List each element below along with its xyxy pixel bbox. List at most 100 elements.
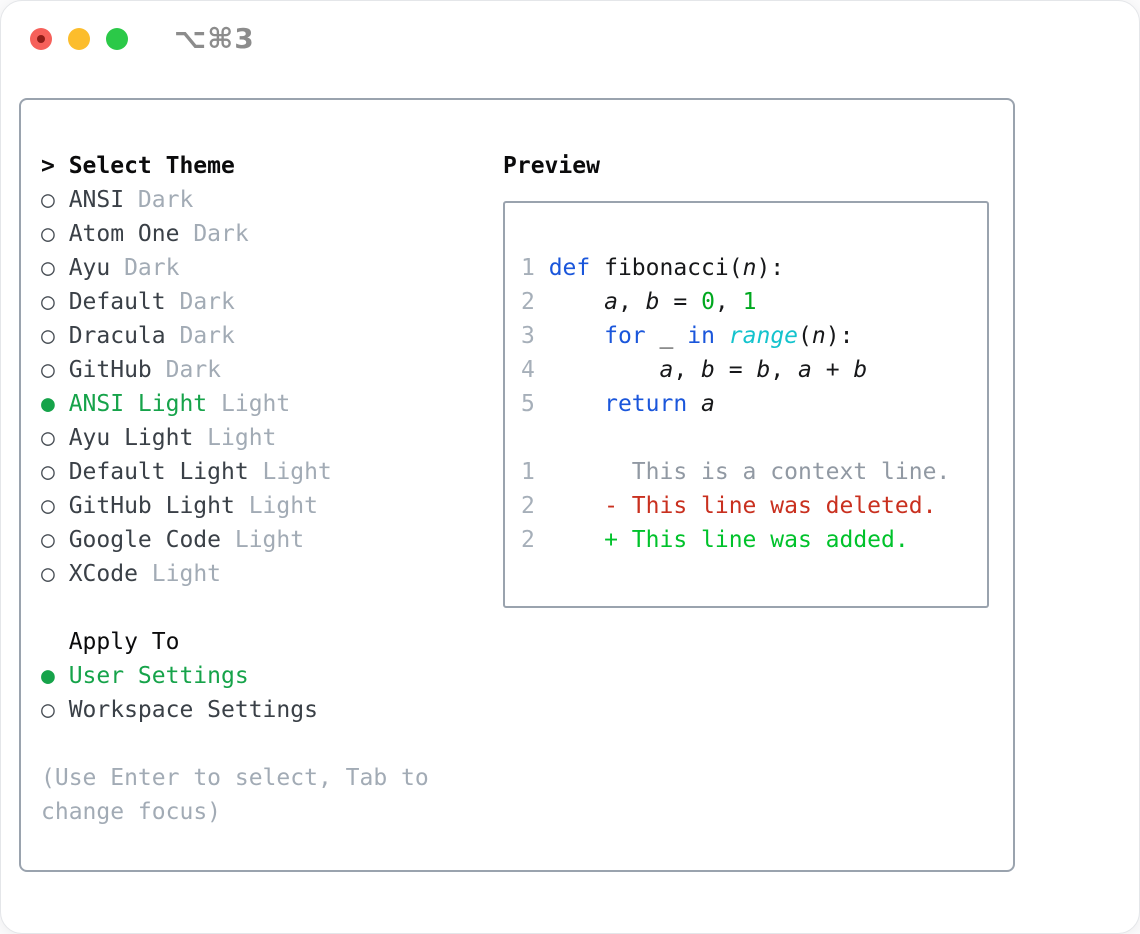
section-title: Apply To: [68, 629, 180, 655]
theme-variant: Light: [234, 527, 305, 553]
radio-selected-icon: ●: [41, 663, 55, 689]
spacer: [521, 421, 987, 455]
code-line: 1 def fibonacci(n):: [521, 251, 987, 285]
theme-name: Default: [68, 289, 166, 315]
code-token: b: [645, 289, 660, 315]
code-token: a: [798, 357, 812, 383]
radio-unselected-icon: ○: [41, 255, 55, 281]
preview-code-box: 1 def fibonacci(n): 2 a, b = 0, 1 3 for …: [503, 201, 989, 608]
theme-name: Ayu: [68, 255, 111, 281]
code-token: in: [687, 323, 715, 349]
minimize-button[interactable]: [68, 27, 90, 50]
line-number: 1: [521, 459, 535, 485]
theme-variant: Light: [248, 493, 318, 519]
theme-variant: Light: [221, 391, 291, 417]
radio-unselected-icon: ○: [41, 561, 55, 587]
code-token: ):: [756, 255, 785, 281]
apply-option-user-settings[interactable]: ● User Settings: [41, 659, 481, 693]
code-token: [535, 323, 604, 349]
theme-name: Ayu Light: [68, 425, 194, 451]
code-token: range: [728, 323, 799, 349]
line-number: 2: [521, 527, 535, 553]
close-button[interactable]: [30, 27, 52, 50]
preview-section: Preview 1 def fibonacci(n): 2 a, b = 0, …: [503, 149, 989, 870]
code-token: def: [548, 255, 591, 281]
code-token: ,: [770, 357, 798, 383]
code-token: 0: [701, 289, 715, 315]
theme-option-ayu-light[interactable]: ○ Ayu Light Light: [41, 421, 481, 455]
code-token: b: [701, 357, 715, 383]
diff-added-text: + This line was added.: [534, 527, 909, 553]
theme-variant: Dark: [179, 289, 235, 315]
code-token: fibonacci(: [590, 255, 743, 281]
code-token: a: [701, 391, 715, 417]
code-token: +: [811, 357, 854, 383]
code-token: ):: [825, 323, 854, 349]
cursor-icon: >: [41, 153, 55, 179]
theme-option-atom-one-dark[interactable]: ○ Atom One Dark: [41, 217, 481, 251]
line-number: 3: [521, 323, 535, 349]
apply-to-title: Apply To: [41, 625, 481, 659]
radio-unselected-icon: ○: [41, 289, 55, 315]
radio-unselected-icon: ○: [41, 459, 55, 485]
code-token: [646, 323, 660, 349]
diff-line-added: 2 + This line was added.: [521, 523, 987, 557]
code-token: ,: [714, 289, 743, 315]
theme-name: Default Light: [68, 459, 249, 485]
code-token: (: [798, 323, 812, 349]
code-token: for: [604, 323, 646, 349]
theme-option-default-light[interactable]: ○ Default Light Light: [41, 455, 481, 489]
theme-name: Atom One: [68, 221, 180, 247]
line-number: 2: [521, 493, 535, 519]
code-token: =: [659, 289, 702, 315]
code-token: [535, 255, 549, 281]
keyboard-hint: (Use Enter to select, Tab to change focu…: [41, 765, 429, 825]
radio-unselected-icon: ○: [41, 357, 55, 383]
diff-line-deleted: 2 - This line was deleted.: [521, 489, 987, 523]
apply-option-workspace-settings[interactable]: ○Workspace Settings: [41, 693, 481, 727]
line-number: 1: [521, 255, 535, 281]
code-token: [535, 357, 660, 383]
diff-context-text: This is a context line.: [534, 459, 951, 485]
code-token: return: [604, 391, 688, 417]
apply-option-label: User Settings: [68, 663, 249, 689]
code-token: a: [604, 289, 618, 315]
radio-selected-icon: ●: [41, 391, 55, 417]
diff-line-context: 1 This is a context line.: [521, 455, 987, 489]
code-token: n: [742, 255, 757, 281]
unsaved-dot-icon: [37, 34, 45, 43]
code-token: [535, 391, 604, 417]
theme-name: Dracula: [68, 323, 166, 349]
code-line: 5 return a: [521, 387, 987, 421]
code-token: [715, 323, 729, 349]
theme-option-xcode-light[interactable]: ○ XCode Light: [41, 557, 481, 591]
radio-unselected-icon: ○: [41, 221, 55, 247]
code-line: 3 for _ in range(n):: [521, 319, 987, 353]
theme-variant: Dark: [179, 323, 235, 349]
keyboard-shortcut-label: ⌥⌘3: [174, 22, 255, 55]
zoom-button[interactable]: [106, 27, 128, 50]
theme-name: Google Code: [68, 527, 222, 553]
theme-variant: Light: [262, 459, 332, 485]
code-token: ,: [673, 357, 702, 383]
code-token: b: [756, 357, 771, 383]
theme-variant: Light: [207, 425, 277, 451]
code-token: =: [714, 357, 757, 383]
code-token: n: [811, 323, 826, 349]
theme-variant: Dark: [193, 221, 249, 247]
theme-variant: Light: [151, 561, 222, 587]
theme-name: XCode: [68, 561, 138, 587]
line-number: 5: [521, 391, 535, 417]
theme-option-default-dark[interactable]: ○ Default Dark: [41, 285, 481, 319]
radio-unselected-icon: ○: [41, 425, 55, 451]
